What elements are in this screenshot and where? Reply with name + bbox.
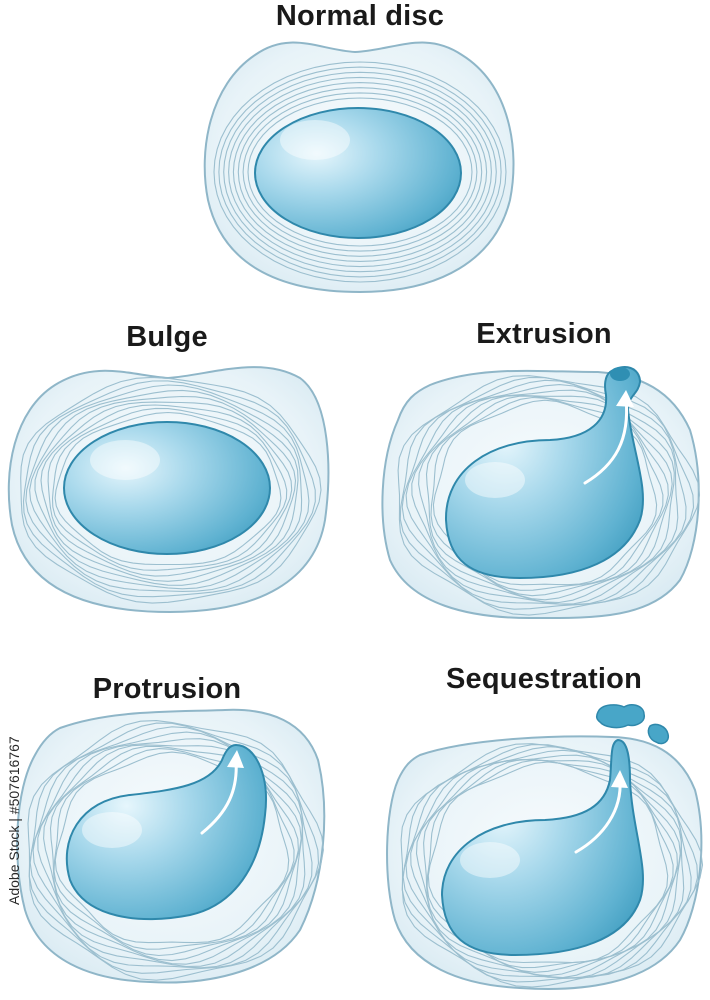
arrow-icon — [227, 750, 244, 768]
annulus-ring — [430, 396, 664, 591]
annulus-ring — [40, 401, 297, 582]
nucleus-pulposus — [444, 366, 644, 580]
disc-extrusion — [381, 366, 701, 620]
disc-sequestration — [386, 704, 704, 990]
annulus-ring — [432, 399, 658, 586]
annulus-ring — [237, 87, 483, 257]
disc-protrusion — [16, 708, 326, 984]
nucleus-pulposus — [65, 743, 267, 921]
nucleus-highlight — [460, 842, 520, 878]
sequestered-fragment — [595, 704, 645, 729]
annulus-ring — [47, 404, 293, 577]
nucleus-highlight — [465, 462, 525, 498]
label-bulge: Bulge — [126, 321, 208, 353]
nucleus-highlight — [82, 812, 142, 848]
label-sequestration: Sequestration — [446, 663, 642, 695]
annulus-rings — [20, 376, 322, 604]
annulus-ring — [28, 722, 320, 974]
label-normal-disc: Normal disc — [275, 0, 445, 32]
annulus-ring — [27, 720, 324, 981]
annulus-rings — [213, 61, 507, 283]
extruded-fragment — [610, 367, 630, 381]
annulus-ring — [51, 407, 288, 571]
annulus-ring — [25, 384, 310, 592]
sequestered-fragment — [647, 723, 670, 745]
annulus-ring — [247, 97, 473, 247]
arrow-icon — [583, 396, 629, 485]
disc-bulge — [7, 366, 330, 614]
nucleus-pulposus — [254, 107, 462, 239]
annulus-ring — [29, 389, 303, 590]
nucleus-pulposus — [63, 421, 271, 555]
annulus-ring — [242, 92, 478, 252]
annulus-ring — [34, 395, 299, 586]
watermark: Adobe Stock | #507616767 — [6, 736, 22, 905]
annulus-ring — [223, 71, 497, 273]
annulus-ring — [54, 411, 282, 566]
nucleus-highlight — [90, 440, 160, 480]
annulus-ring — [218, 66, 502, 278]
annulus-ring — [213, 61, 507, 283]
label-protrusion: Protrusion — [92, 673, 242, 705]
arrow-icon — [200, 758, 238, 835]
annulus-ring — [228, 76, 492, 268]
nucleus-highlight — [280, 120, 350, 160]
label-extrusion: Extrusion — [476, 318, 612, 350]
arrow-icon — [616, 390, 634, 407]
disc-normal — [203, 41, 515, 294]
arrow-icon — [611, 770, 628, 788]
annulus-ring — [20, 376, 322, 604]
arrow-icon — [574, 778, 622, 854]
annulus-ring — [232, 82, 488, 262]
annulus-ring — [427, 761, 669, 964]
nucleus-pulposus — [440, 738, 644, 957]
annulus-ring — [22, 380, 316, 598]
